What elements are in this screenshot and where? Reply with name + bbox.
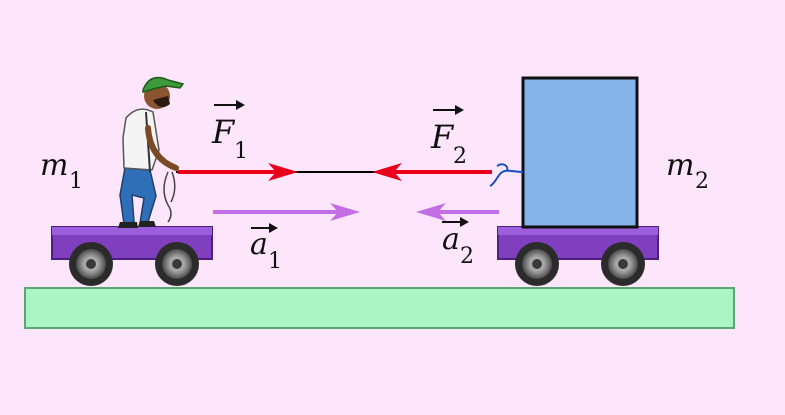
left-cart-wheel-1	[69, 242, 113, 286]
vector-arrow-icon	[251, 223, 278, 233]
vector-arrow-icon	[214, 100, 245, 110]
label-a2-base: a	[442, 222, 460, 257]
vector-arrow-icon	[442, 217, 469, 227]
label-a1-sub: 1	[268, 249, 282, 274]
label-f1-sub: 1	[234, 139, 248, 164]
label-f1-base: F	[211, 113, 236, 151]
acceleration-arrow-a2	[416, 203, 499, 221]
left-cart	[51, 226, 213, 286]
label-m2-sub: 2	[695, 169, 709, 194]
right-cart-wheel-2	[601, 242, 645, 286]
cargo-box	[521, 76, 639, 229]
label-f1: F 1	[211, 100, 248, 164]
left-cart-wheel-2	[155, 242, 199, 286]
hook-icon	[489, 163, 524, 187]
right-cart	[497, 226, 659, 286]
label-f2-sub: 2	[453, 144, 467, 169]
right-cart-wheel-1	[515, 242, 559, 286]
force-arrow-f2	[372, 163, 492, 181]
man-figure	[118, 76, 185, 228]
label-f2: F 2	[430, 105, 467, 169]
label-m1-base: m	[40, 148, 68, 183]
label-m2: m 2	[666, 148, 709, 194]
label-m1: m 1	[40, 148, 83, 194]
label-a2: a 2	[442, 217, 474, 269]
force-arrow-f1	[178, 163, 298, 181]
label-a2-sub: 2	[460, 244, 474, 269]
label-f2-base: F	[430, 118, 455, 156]
acceleration-arrow-a1	[213, 203, 360, 221]
ground	[24, 287, 735, 329]
label-a1-base: a	[250, 227, 268, 262]
vector-arrow-icon	[433, 105, 464, 115]
label-a1: a 1	[250, 223, 282, 274]
label-m2-base: m	[666, 148, 694, 183]
label-m1-sub: 1	[69, 169, 83, 194]
